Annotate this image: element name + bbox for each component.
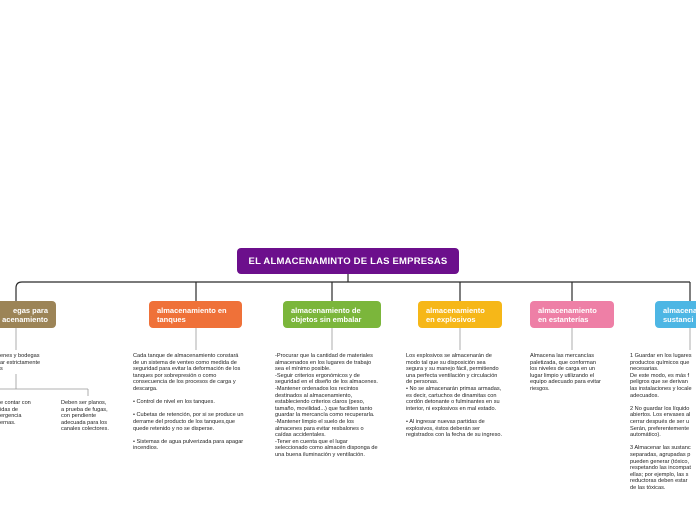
- root-topic[interactable]: EL ALMACENAMINTO DE LAS EMPRESAS: [237, 248, 459, 274]
- topic-almacenamiento-explosivos[interactable]: almacenamiento en explosivos: [418, 301, 502, 328]
- note-tanques: Cada tanque de almacenamiento constará d…: [133, 353, 244, 452]
- topic-bodegas-almacenamiento[interactable]: egas para acenamiento: [0, 301, 56, 328]
- topic-almacenamiento-sustancias[interactable]: almacena sustanci: [655, 301, 696, 328]
- connector-horizontal: [15, 281, 690, 289]
- note-explosivos: Los explosivos se almacenarán de modo ta…: [406, 353, 503, 439]
- topic-almacenamiento-objetos[interactable]: almacenamiento de objetos sin embalar: [283, 301, 381, 328]
- note-sustancias: 1 Guardar en los lugares productos quími…: [630, 353, 692, 491]
- topic-almacenamiento-estanterias[interactable]: almacenamiento en estanterías: [530, 301, 614, 328]
- note-bodegas-sub-2: Deben ser planos, a prueba de fugas, con…: [61, 400, 109, 433]
- note-bodegas-sub-1: e contar con idas de ergencia ernas.: [0, 400, 31, 426]
- note-estanterias: Almacena las mercancías paletizada, que …: [530, 353, 601, 392]
- note-objetos: -Procurar que la cantidad de materiales …: [275, 353, 378, 458]
- topic-almacenamiento-tanques[interactable]: almacenamiento en tanques: [149, 301, 242, 328]
- note-bodegas: enes y bodegas ar estrictamente s: [0, 353, 41, 373]
- subconnector: [0, 374, 89, 396]
